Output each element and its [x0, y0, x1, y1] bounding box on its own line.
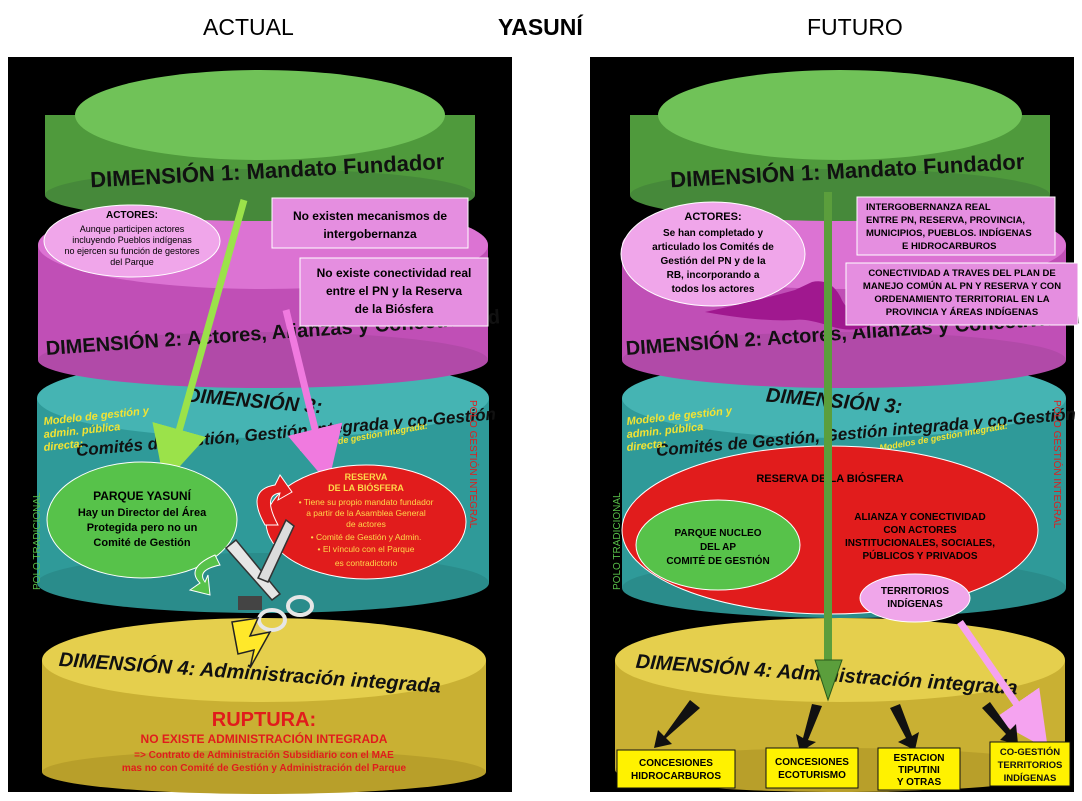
box-line: ECOTURISMO	[778, 770, 846, 781]
box-line: CONECTIVIDAD A TRAVES DEL PLAN DE	[868, 268, 1055, 279]
break-block	[238, 596, 262, 610]
concesiones-ecoturismo-box: CONCESIONES ECOTURISMO	[765, 747, 859, 789]
box-line: INTERGOBERNANZA REAL	[866, 202, 991, 213]
polo-tradicional-label: POLO TRADICIONAL	[32, 492, 43, 590]
parque-line: PARQUE NUCLEO	[674, 528, 761, 539]
box-line: INDÍGENAS	[1004, 773, 1057, 784]
alianza-line: PÚBLICOS Y PRIVADOS	[862, 549, 977, 562]
box-line: No existe conectividad real	[317, 266, 472, 280]
parque-line: COMITÉ DE GESTIÓN	[666, 554, 769, 567]
pink-arrow	[282, 309, 343, 484]
reserva-line: • Tiene su propio mandato fundador	[299, 497, 434, 507]
co-gestion-territorios-box: CO-GESTIÓN TERRITORIOS INDÍGENAS	[989, 741, 1071, 787]
header-futuro: FUTURO	[807, 14, 903, 40]
parque-title: PARQUE YASUNÍ	[93, 488, 191, 503]
concesiones-hidrocarburos-box: CONCESIONES HIDROCARBUROS	[616, 749, 736, 789]
actores-callout-futuro: ACTORES: Se han completado y articulado …	[620, 201, 806, 307]
modelo-line: directa:	[626, 438, 667, 454]
box-intergobernanza-futuro: INTERGOBERNANZA REAL ENTRE PN, RESERVA, …	[856, 196, 1056, 256]
actores-title: ACTORES:	[106, 210, 158, 221]
polo-integral-label-futuro: POLO GESTIÓN INTEGRAL	[1051, 400, 1064, 529]
box-line: entre el PN y la Reserva	[326, 284, 462, 298]
box-line: HIDROCARBUROS	[631, 771, 721, 782]
scissors-icon	[224, 518, 314, 632]
box-line: MUNICIPIOS, PUEBLOS. INDÍGENAS	[866, 228, 1032, 239]
reserva-title: RESERVA	[345, 472, 388, 482]
ruptura-line: NO EXISTE ADMINISTRACIÓN INTEGRADA	[141, 731, 388, 746]
box-line: ENTRE PN, RESERVA, PROVINCIA,	[866, 215, 1025, 226]
actores-line: no ejercen su función de gestores	[64, 246, 200, 256]
box-conectividad-futuro: CONECTIVIDAD A TRAVES DEL PLAN DE MANEJO…	[845, 262, 1079, 326]
box-line: E HIDROCARBUROS	[902, 241, 996, 252]
actores-line: Aunque participen actores	[80, 224, 185, 234]
box-line: CONCESIONES	[639, 758, 713, 769]
reserva-line: es contradictorio	[335, 558, 398, 568]
box-line: ESTACION	[894, 753, 945, 764]
parque-line: DEL AP	[700, 542, 736, 553]
vertical-green-arrow-shaft	[824, 192, 832, 662]
territorios-ellipse: TERRITORIOS INDÍGENAS	[859, 573, 971, 623]
lightning-icon	[231, 617, 272, 669]
alianza-line: ALIANZA Y CONECTIVIDAD	[854, 512, 986, 523]
black-arrows	[654, 700, 1018, 752]
reserva-ellipse: RESERVA DE LA BIÓSFERA • Tiene su propio…	[265, 464, 467, 580]
parque-line: Protegida pero no un	[87, 522, 198, 534]
modelo-line: directa:	[43, 438, 84, 454]
box-line: ORDENAMIENTO TERRITORIAL EN LA	[874, 294, 1049, 305]
box-line: MANEJO COMÚN AL PN Y RESERVA Y CON	[863, 280, 1061, 292]
box-line: PROVINCIA Y ÁREAS INDÍGENAS	[886, 307, 1038, 318]
box-line: TIPUTINI	[898, 765, 940, 776]
actores-line: Gestión del PN y de la	[660, 256, 765, 267]
reserva-line: • Comité de Gestión y Admin.	[311, 532, 422, 542]
dim1-cylinder	[45, 70, 475, 221]
reserva-line: a partir de la Asamblea General	[306, 508, 426, 518]
box-line: de la Biósfera	[355, 302, 434, 316]
territorios-line: TERRITORIOS	[881, 586, 949, 597]
reserva-line: • El vínculo con el Parque	[317, 544, 414, 554]
parque-line: Comité de Gestión	[93, 537, 190, 549]
ruptura-title: RUPTURA:	[212, 709, 316, 731]
box-conectividad: No existe conectividad real entre el PN …	[299, 257, 489, 327]
actores-line: RB, incorporando a	[667, 270, 760, 281]
panel-futuro: DIMENSIÓN 1: Mandato Fundador DIMENSIÓN …	[590, 57, 1081, 792]
green-arrow	[152, 199, 248, 484]
actores-line: incluyendo Pueblos indígenas	[72, 235, 192, 245]
actores-line: Se han completado y	[663, 228, 763, 239]
polo-integral-label: POLO GESTIÓN INTEGRAL	[467, 400, 480, 529]
box-line: CONCESIONES	[775, 757, 849, 768]
box-line: Y OTRAS	[897, 777, 942, 788]
box-line: TERRITORIOS	[998, 760, 1063, 771]
panel-actual: DIMENSIÓN 1: Mandato Fundador DIMENSIÓN …	[8, 57, 512, 794]
parque-nucleo-ellipse: PARQUE NUCLEO DEL AP COMITÉ DE GESTIÓN	[635, 499, 801, 591]
alianza-line: CON ACTORES	[883, 525, 957, 536]
ruptura-line: => Contrato de Administración Subsidiari…	[134, 750, 394, 761]
actores-line: todos los actores	[672, 284, 755, 295]
red-curved-arrow	[256, 474, 293, 526]
actores-title: ACTORES:	[684, 211, 741, 223]
box-intergobernanza: No existen mecanismos de intergobernanza	[271, 197, 469, 249]
parque-yasuni-ellipse: PARQUE YASUNÍ Hay un Director del Área P…	[46, 461, 238, 579]
header-title: YASUNÍ	[498, 14, 583, 40]
actores-line: articulado los Comités de	[652, 242, 774, 253]
polo-tradicional-label-futuro: POLO TRADICIONAL	[612, 492, 623, 590]
estacion-tiputini-box: ESTACION TIPUTINI Y OTRAS	[877, 747, 961, 791]
box-line: No existen mecanismos de	[293, 209, 447, 223]
territorios-line: INDÍGENAS	[887, 597, 943, 610]
actores-line: del Parque	[110, 257, 154, 267]
green-curved-arrow	[188, 554, 221, 596]
box-line: intergobernanza	[323, 227, 417, 241]
parque-line: Hay un Director del Área	[78, 506, 207, 519]
header-actual: ACTUAL	[203, 14, 294, 40]
vertical-green-arrowhead	[814, 659, 843, 702]
alianza-line: INSTITUCIONALES, SOCIALES,	[845, 538, 995, 549]
reserva-line: de actores	[346, 519, 386, 529]
dim4-cylinder	[42, 618, 486, 794]
actores-callout: ACTORES: Aunque participen actores inclu…	[43, 204, 221, 278]
reserva-title: DE LA BIÓSFERA	[328, 482, 404, 493]
ruptura-line: mas no con Comité de Gestión y Administr…	[122, 763, 407, 774]
pink-arrow-futuro	[957, 620, 1048, 750]
box-line: CO-GESTIÓN	[1000, 746, 1060, 758]
